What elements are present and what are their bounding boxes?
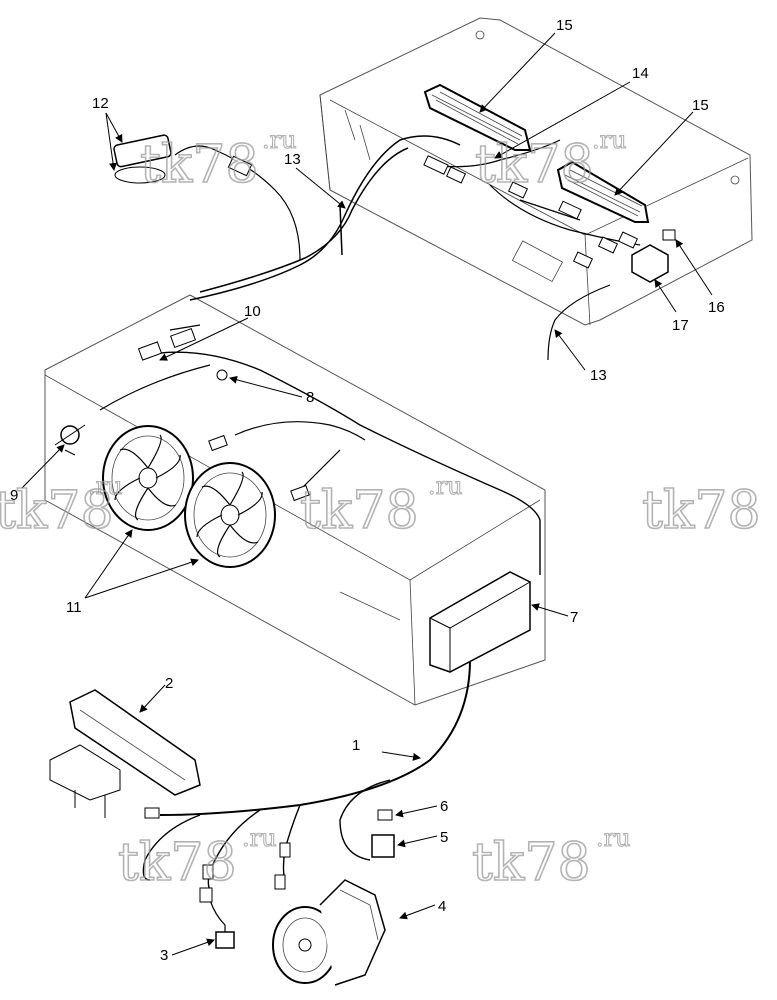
leader-lines bbox=[21, 32, 713, 956]
small-components bbox=[49, 134, 676, 986]
callout-13-upper: 13 bbox=[284, 151, 301, 168]
callout-12: 12 bbox=[92, 95, 109, 112]
watermark-main: tk78 bbox=[0, 481, 114, 541]
callout-3: 3 bbox=[160, 947, 168, 964]
callout-7: 7 bbox=[570, 609, 578, 626]
callout-8: 8 bbox=[306, 389, 314, 406]
evaporator-blower-right bbox=[556, 160, 650, 223]
watermark-main: tk78 bbox=[475, 135, 594, 195]
watermark-suffix: .ru bbox=[262, 126, 297, 154]
callout-labels: 1 2 3 4 5 6 7 8 9 10 11 12 13 13 14 15 1… bbox=[10, 17, 725, 964]
watermark-main: tk78 bbox=[642, 481, 761, 541]
watermark-suffix: .ru bbox=[592, 126, 627, 154]
callout-11: 11 bbox=[66, 599, 82, 616]
callout-15-right: 15 bbox=[692, 97, 709, 114]
harness-routing bbox=[99, 135, 641, 935]
callout-14: 14 bbox=[632, 65, 649, 82]
callout-2: 2 bbox=[165, 675, 173, 692]
watermark-suffix: .ru bbox=[428, 472, 463, 500]
watermark-suffix: .ru bbox=[242, 824, 277, 852]
callout-16: 16 bbox=[708, 299, 725, 316]
watermark-main: tk78 bbox=[140, 135, 259, 195]
watermark-suffix: .ru bbox=[596, 824, 631, 852]
callout-1: 1 bbox=[352, 737, 360, 754]
callout-17: 17 bbox=[672, 317, 689, 334]
watermark-main: tk78 bbox=[300, 481, 419, 541]
callout-6: 6 bbox=[440, 798, 448, 815]
watermarks: tk78 .ru tk78 .ru tk78 .ru tk78 .ru tk78… bbox=[0, 125, 761, 893]
callout-15-top: 15 bbox=[556, 17, 573, 34]
condenser-fan-left bbox=[102, 425, 194, 531]
watermark-main: tk78 bbox=[472, 833, 591, 893]
callout-4: 4 bbox=[438, 898, 446, 915]
callout-10: 10 bbox=[244, 303, 261, 320]
evaporator-blower-top bbox=[423, 83, 532, 151]
callout-13-lower: 13 bbox=[590, 367, 607, 384]
watermark-main: tk78 bbox=[118, 833, 237, 893]
watermark-suffix: .ru bbox=[88, 472, 123, 500]
callout-5: 5 bbox=[440, 829, 448, 846]
callout-9: 9 bbox=[10, 487, 18, 504]
condenser-fan-right bbox=[184, 462, 276, 568]
